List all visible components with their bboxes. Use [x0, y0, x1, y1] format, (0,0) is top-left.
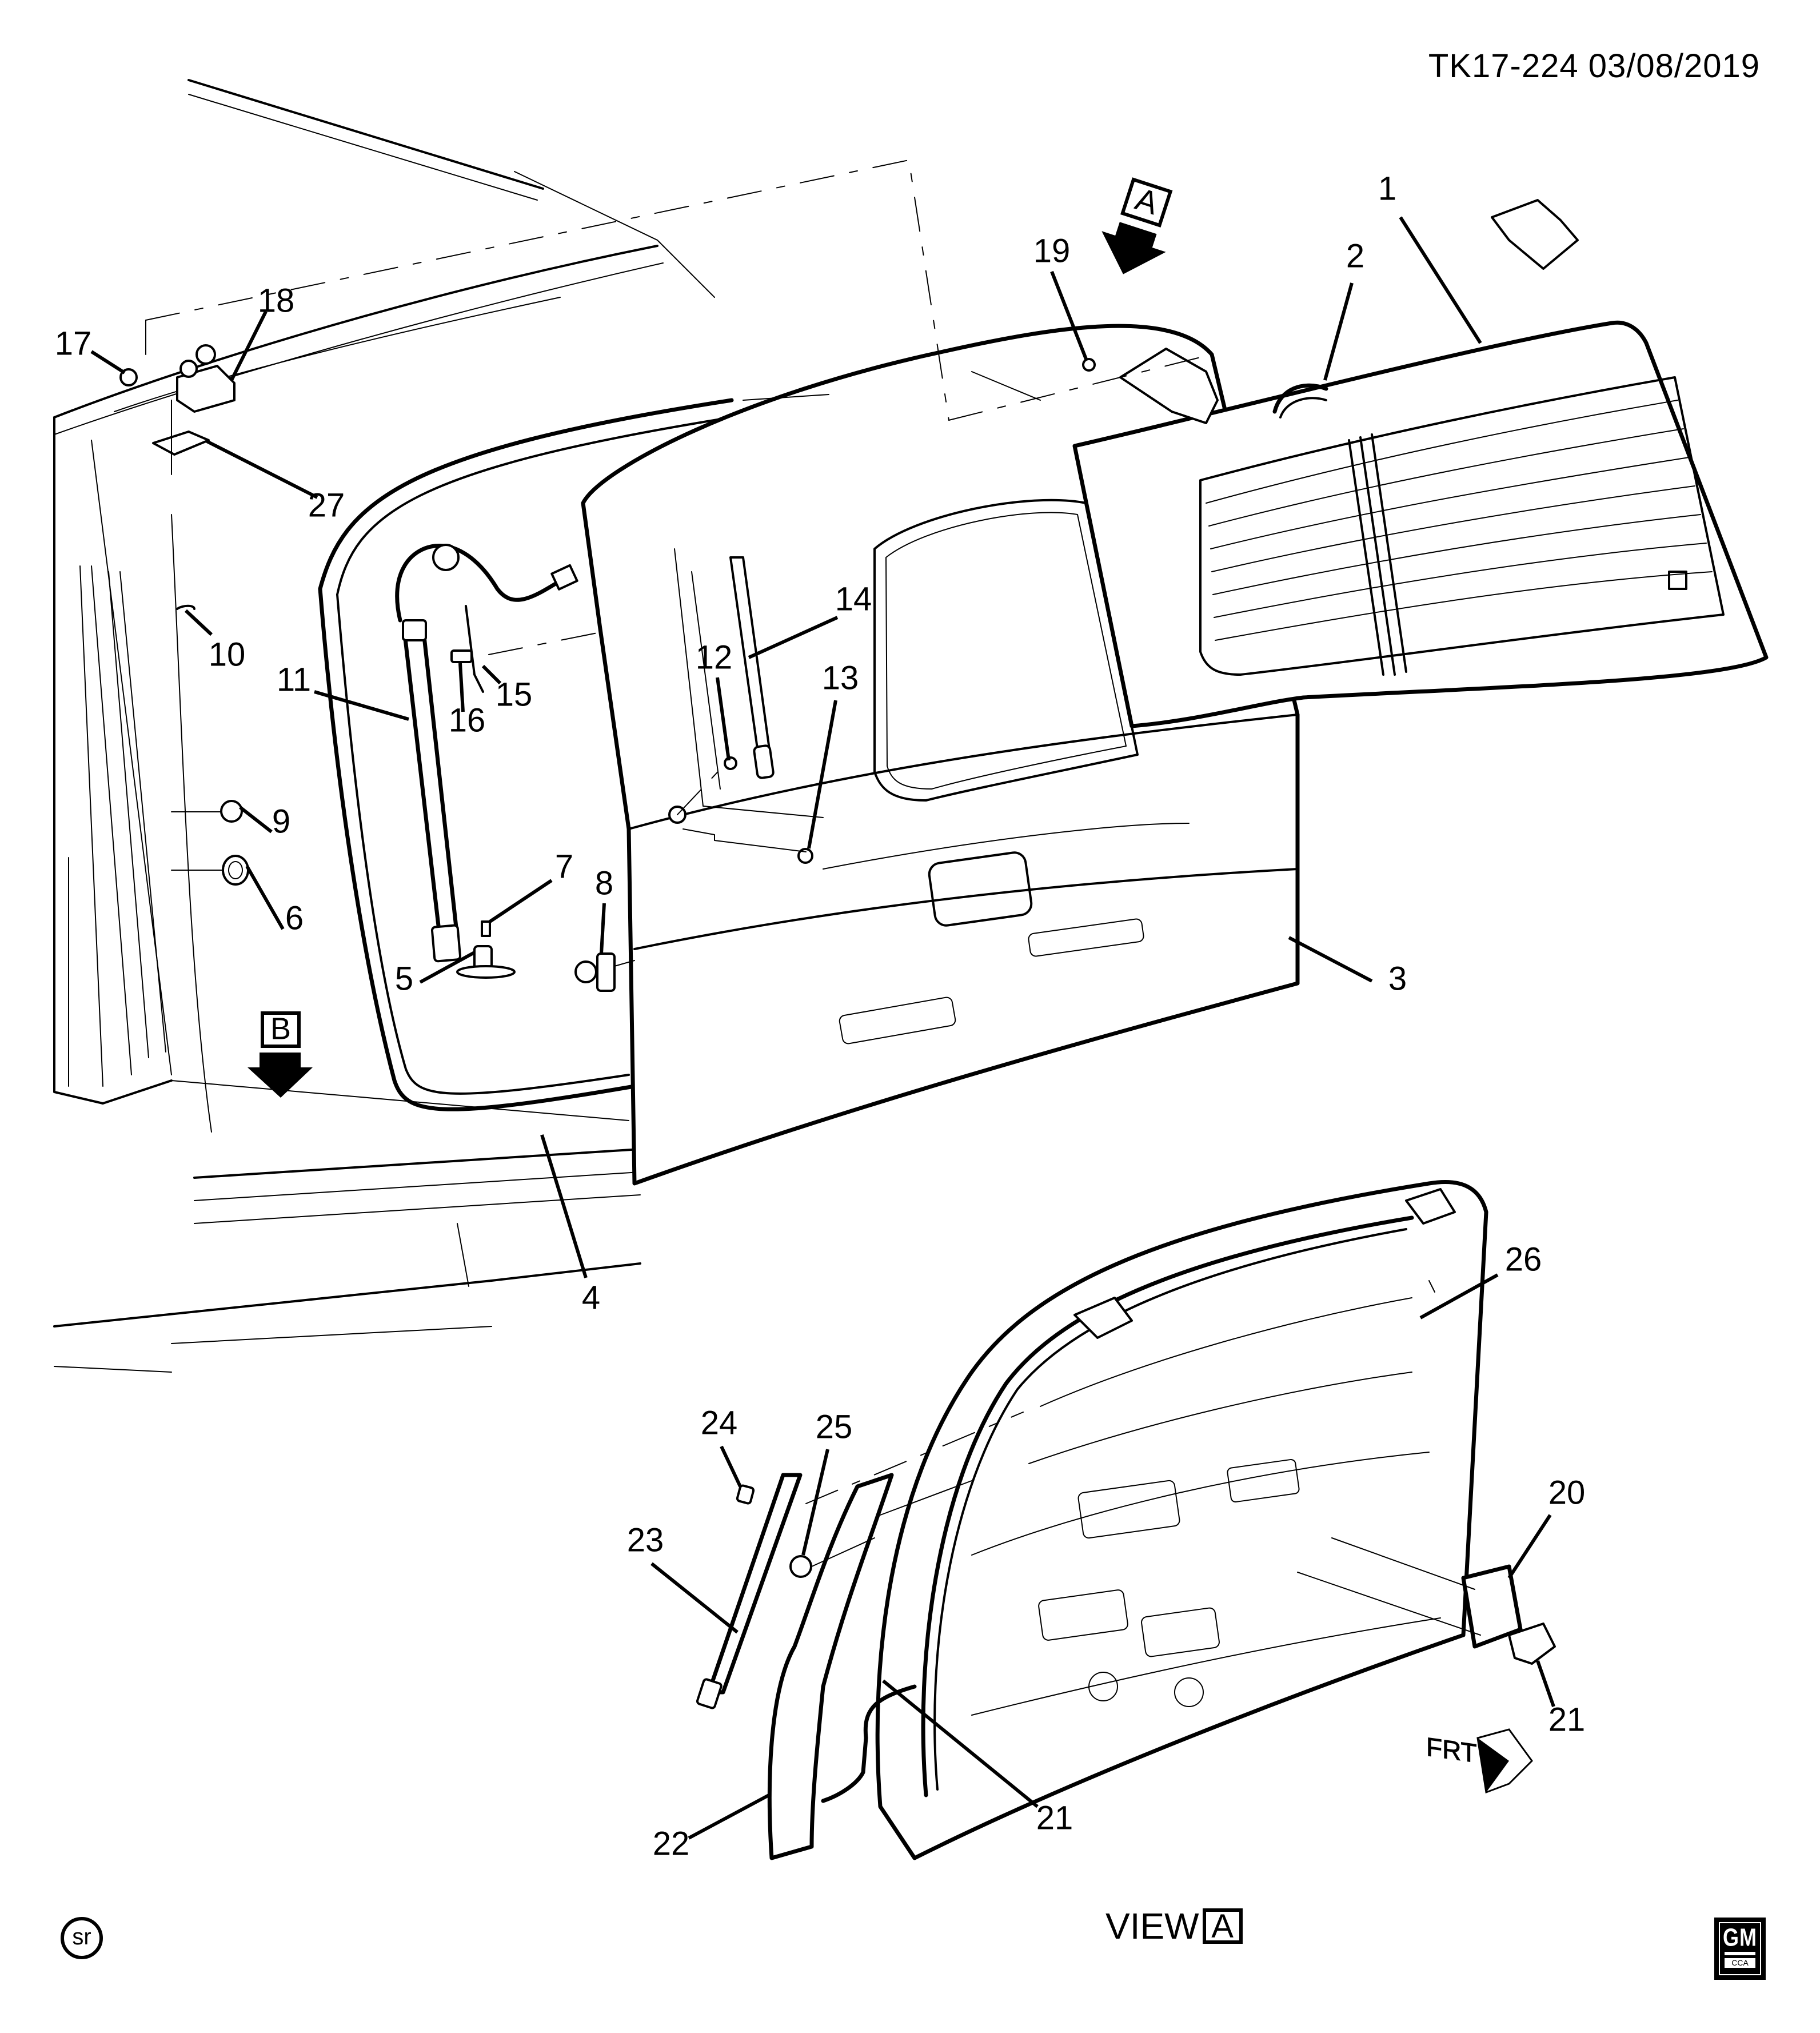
callout-7: 7 — [555, 848, 573, 885]
view-b-box — [261, 1011, 301, 1048]
callout-26: 26 — [1505, 1241, 1542, 1278]
callout-14: 14 — [835, 580, 872, 617]
leader-3 — [1288, 936, 1373, 983]
callout-9: 9 — [272, 803, 290, 840]
sr-badge: sr — [61, 1917, 103, 1959]
leader-22 — [688, 1793, 770, 1840]
leader-15 — [481, 664, 502, 685]
callout-19: 19 — [1033, 232, 1071, 269]
leader-7 — [489, 879, 553, 923]
view-caption: VIEW A — [1105, 1905, 1243, 1947]
callout-11: 11 — [277, 661, 311, 698]
leader-2 — [1323, 282, 1354, 381]
leader-13 — [807, 700, 837, 849]
leader-10 — [184, 609, 213, 636]
callout-3: 3 — [1388, 960, 1407, 997]
callout-2: 2 — [1346, 237, 1364, 274]
callout-5: 5 — [395, 960, 413, 997]
callout-27: 27 — [308, 487, 345, 524]
leader-1 — [1399, 216, 1482, 344]
front-direction-indicator: FRT — [1426, 1728, 1533, 1794]
leader-lines — [90, 216, 1555, 1840]
callout-16: 16 — [449, 701, 486, 739]
leader-23 — [650, 1562, 739, 1634]
leader-20 — [1507, 1514, 1552, 1579]
callout-21-right: 21 — [1548, 1701, 1586, 1738]
view-a-box — [1120, 177, 1173, 228]
callout-17: 17 — [55, 325, 92, 362]
callout-22: 22 — [653, 1825, 690, 1862]
callout-labels: 1 2 3 4 5 6 7 8 9 10 11 12 13 14 15 16 1… — [55, 170, 1586, 1862]
view-caption-prefix: VIEW — [1105, 1906, 1199, 1947]
leader-14 — [748, 616, 839, 659]
leader-6 — [245, 865, 285, 930]
rear-window-glass — [1072, 199, 1769, 728]
leader-12 — [716, 677, 731, 761]
view-a-marker: A — [1101, 177, 1173, 274]
vehicle-body — [53, 79, 734, 1373]
leader-16 — [458, 663, 465, 712]
leader-11 — [314, 690, 409, 721]
gm-logo-bar — [1725, 1952, 1755, 1955]
leader-24 — [720, 1445, 742, 1488]
leader-17 — [90, 350, 126, 374]
gm-logo-text: GM — [1723, 1923, 1757, 1951]
leader-19 — [1050, 270, 1088, 360]
callout-6: 6 — [285, 899, 304, 936]
view-caption-letter: A — [1202, 1908, 1243, 1944]
leader-4 — [540, 1134, 588, 1278]
gm-logo-sub: CCA — [1725, 1958, 1755, 1968]
callout-21-bottom: 21 — [1036, 1799, 1073, 1836]
callout-10: 10 — [209, 636, 246, 673]
leader-27 — [206, 440, 318, 499]
leader-26 — [1419, 1273, 1499, 1320]
front-arrow-shade — [1478, 1738, 1509, 1792]
view-a-liftgate-inner — [696, 1179, 1556, 1860]
gm-logo: GM CCA — [1714, 1918, 1766, 1980]
callout-20: 20 — [1548, 1474, 1586, 1511]
leader-5 — [419, 951, 476, 984]
upper-hardware — [119, 160, 1212, 992]
view-b-marker: B — [248, 1011, 313, 1098]
view-b-letter: B — [270, 1011, 291, 1046]
callout-4: 4 — [582, 1279, 600, 1316]
callout-13: 13 — [822, 659, 859, 696]
callout-24: 24 — [701, 1404, 738, 1441]
callout-8: 8 — [595, 864, 613, 902]
callout-18: 18 — [258, 282, 295, 319]
leader-25 — [801, 1449, 829, 1556]
view-b-arrow-icon — [248, 1053, 313, 1098]
leader-21a — [1536, 1660, 1555, 1707]
leader-8 — [600, 903, 606, 954]
callout-1: 1 — [1378, 170, 1396, 207]
leader-21b — [882, 1679, 1039, 1808]
leader-9 — [239, 806, 273, 834]
callout-25: 25 — [816, 1408, 853, 1445]
leader-18 — [230, 310, 268, 381]
callout-12: 12 — [696, 639, 733, 676]
callout-15: 15 — [496, 676, 533, 713]
view-a-arrow-icon — [1101, 222, 1166, 274]
front-label: FRT — [1426, 1732, 1477, 1768]
illustration-id: TK17-224 03/08/2019 — [1428, 47, 1760, 85]
callout-23: 23 — [627, 1521, 664, 1558]
